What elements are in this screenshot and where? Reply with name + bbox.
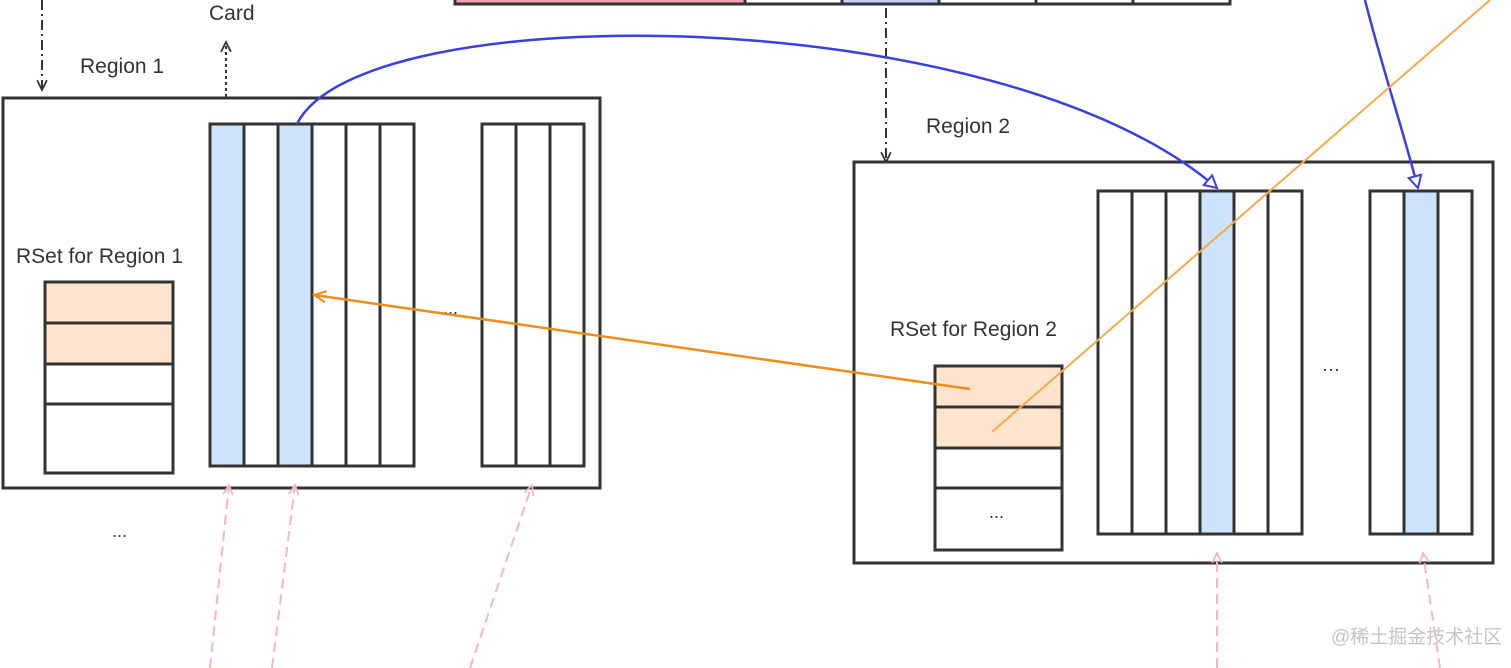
region2-card-group-a xyxy=(1096,189,1304,536)
region2-card-group-b xyxy=(1368,189,1474,536)
pink-dashed-arrow xyxy=(209,483,234,668)
rset1-entry-highlight xyxy=(43,280,175,325)
card-cell xyxy=(344,122,382,468)
top-card-bar xyxy=(453,0,1232,6)
region1-box: RSet for Region 1 ... xyxy=(1,96,602,490)
rset2-entry xyxy=(933,446,1064,490)
rset2-entry-highlight xyxy=(933,405,1064,450)
card-cell xyxy=(378,122,416,468)
card-cell xyxy=(548,122,586,468)
region2-cards-ellipsis: ··· xyxy=(1322,359,1340,379)
orange-rset-line xyxy=(991,0,1491,433)
card-cell xyxy=(1266,189,1304,536)
top-bar-cell xyxy=(743,0,844,6)
rset2-entry-highlight xyxy=(933,364,1064,409)
pink-dashed-arrow xyxy=(271,483,300,668)
rset2-entries-ellipsis: ... xyxy=(989,502,1004,522)
pink-dashed-arrow xyxy=(1418,551,1441,668)
rset2-table: ... xyxy=(933,364,1064,552)
top-bar-cell xyxy=(937,0,1038,6)
card-cell-highlight xyxy=(1198,189,1236,536)
pink-dashed-arrow xyxy=(469,483,535,668)
blue-reference-arrow xyxy=(1363,0,1418,188)
top-bar-cell-red xyxy=(453,0,747,6)
rset1-entry xyxy=(43,362,175,406)
card-cell xyxy=(1164,189,1202,536)
region1-card-group-a xyxy=(208,122,416,468)
blue-reference-arrow xyxy=(295,34,1217,188)
region1-label: Region 1 xyxy=(80,55,164,78)
region2-label: Region 2 xyxy=(926,115,1010,138)
card-label: Card xyxy=(209,2,255,25)
card-cell-highlight xyxy=(1402,189,1440,536)
card-cell-highlight xyxy=(208,122,246,468)
top-bar-cell xyxy=(1034,0,1135,6)
rset2-entry xyxy=(933,486,1064,552)
region1-card-group-b xyxy=(480,122,586,468)
card-cell xyxy=(1232,189,1270,536)
rset1-entry-highlight xyxy=(43,321,175,366)
card-cell-highlight xyxy=(276,122,314,468)
watermark: @稀土掘金技术社区 xyxy=(1331,626,1502,648)
incoming-references xyxy=(209,483,1441,668)
card-cell xyxy=(1130,189,1168,536)
top-bar-cell-blue xyxy=(840,0,941,6)
card-cell xyxy=(1436,189,1474,536)
rset1-table xyxy=(43,280,175,475)
rset2-label: RSet for Region 2 xyxy=(890,318,1057,341)
card-cell xyxy=(480,122,518,468)
regions-ellipsis: ... xyxy=(112,521,127,541)
card-cell xyxy=(514,122,552,468)
card-cell xyxy=(1368,189,1406,536)
card-cell xyxy=(242,122,280,468)
orange-rset-arrow xyxy=(311,290,971,391)
rset1-entry xyxy=(43,402,175,475)
rset1-label: RSet for Region 1 xyxy=(16,245,183,268)
region2-box: RSet for Region 2 ... ··· xyxy=(852,160,1495,565)
card-cell xyxy=(1096,189,1134,536)
top-bar-cell xyxy=(1131,0,1232,6)
